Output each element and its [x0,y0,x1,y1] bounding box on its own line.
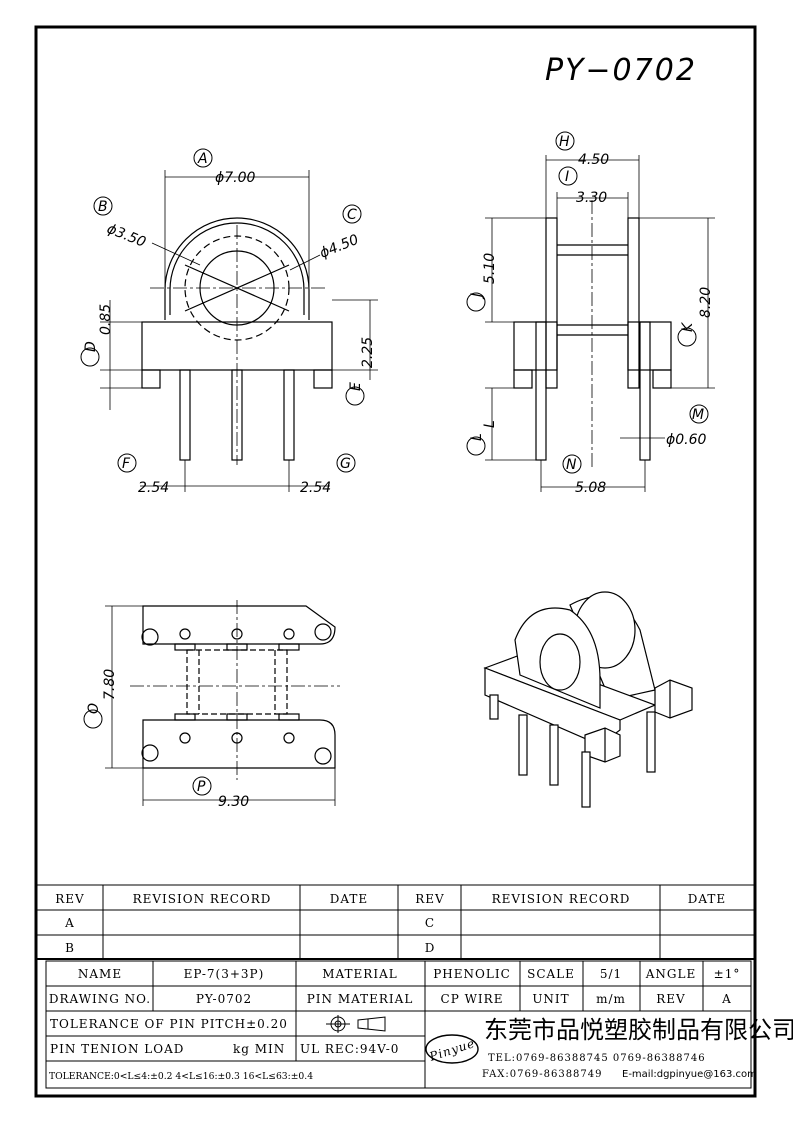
dim-pin-dia: ϕ0.60 [666,432,707,448]
angle-value: ±1° [714,967,741,981]
rev-row-a: A [64,916,75,930]
dim-inner-width: 3.30 [576,190,607,206]
side-pin-left [535,321,547,461]
top-view [105,600,340,806]
label-K: K [680,321,696,332]
dim-pin-len: L [482,420,498,428]
dim-inner-dia: ϕ3.50 [105,221,149,251]
name-label: NAME [78,967,122,981]
angle-label: ANGLE [645,967,696,981]
side-flange-left [545,217,558,389]
revision-table [36,884,755,960]
label-L: L [469,433,485,441]
tel: TEL:0769-86388745 0769-86388746 [488,1053,706,1064]
rev-row-b: B [65,941,75,955]
label-C: C [347,207,357,223]
dim-flange-h: 0.85 [98,304,114,335]
label-A: A [197,151,208,167]
rev-header-1: REV [55,892,84,906]
label-M: M [692,407,704,423]
rev-record-header-1: REVISION RECORD [133,892,272,906]
dim-outer-dia: ϕ7.00 [215,170,256,186]
sheet-border [34,25,757,1098]
label-D: D [83,341,99,352]
drawing-no-value: PY-0702 [196,992,252,1006]
dim-mid-dia: ϕ4.50 [318,232,362,262]
email: E-mail:dgpinyue@163.com [622,1069,757,1080]
side-view [485,155,715,492]
rev-row-c: C [425,916,435,930]
rev-header-2: REV [415,892,444,906]
scale-value: 5/1 [600,967,622,981]
label-P: P [197,779,206,795]
dim-upper-h: 5.10 [482,253,498,284]
label-I: I [565,169,569,185]
label-O: O [86,703,102,714]
fax: FAX:0769-86388749 [482,1069,603,1080]
rev-value: A [721,992,732,1006]
dim-total-h: 8.20 [698,287,714,318]
title-block-text: NAME EP-7(3+3P) MATERIAL PHENOLIC SCALE … [49,967,793,1082]
front-pin-right [283,369,295,461]
front-flange-outline [164,217,310,320]
isometric-view [483,591,693,808]
label-G: G [340,456,351,472]
dim-top-width: 9.30 [218,794,249,810]
drawing-no-label: DRAWING NO. [49,992,151,1006]
label-B: B [98,199,108,215]
unit-label: UNIT [532,992,569,1006]
unit-value: m/m [596,992,626,1006]
front-view [100,170,378,492]
company-name: 东莞市品悦塑胶制品有限公司 [484,1016,793,1044]
pin-material-value: CP WIRE [441,992,504,1006]
top-outline-lower [142,719,336,769]
material-value: PHENOLIC [433,967,511,981]
dim-pitch-left: 2.54 [138,480,169,496]
label-H: H [559,134,570,150]
pin-tension-label: PIN TENION LOAD [50,1042,184,1056]
title-block [45,960,752,1089]
dim-base-h: 2.25 [360,337,376,368]
label-J: J [469,293,485,300]
material-label: MATERIAL [322,967,397,981]
scale-label: SCALE [527,967,575,981]
label-E: E [348,382,364,391]
tolerance-pitch: TOLERANCE OF PIN PITCH±0.20 [50,1017,288,1031]
side-pin-right [639,321,651,461]
ul-rec: UL REC:94V-0 [300,1042,399,1056]
top-outline-upper [142,605,336,645]
side-flange-right [627,217,640,389]
dim-pin-span: 5.08 [575,480,606,496]
rev-label: REV [656,992,685,1006]
label-N: N [566,457,577,473]
part-number: PY−0702 [545,53,697,88]
rev-date-header-2: DATE [688,892,726,906]
tolerance-ranges: TOLERANCE:0<L≤4:±0.2 4<L≤16:±0.3 16<L≤63… [49,1071,313,1082]
front-pin-left [179,369,191,461]
dim-width: 4.50 [578,152,609,168]
front-pin-mid [231,369,243,461]
pin-tension-value: kg MIN [233,1042,285,1056]
dim-pitch-right: 2.54 [300,480,331,496]
dim-top-height: 7.80 [102,669,118,700]
rev-record-header-2: REVISION RECORD [492,892,631,906]
name-value: EP-7(3+3P) [184,967,265,981]
side-view-labels: H 4.50 I 3.30 J 5.10 K 8.20 L L M ϕ0.60 … [466,131,714,496]
pin-material-label: PIN MATERIAL [307,992,414,1006]
label-F: F [122,456,131,472]
company-logo [425,1034,479,1064]
rev-date-header-1: DATE [330,892,368,906]
top-view-labels: O 7.80 P 9.30 [83,669,249,810]
rev-row-d: D [425,941,436,955]
revision-table-text: REV REVISION RECORD DATE REV REVISION RE… [55,892,726,955]
